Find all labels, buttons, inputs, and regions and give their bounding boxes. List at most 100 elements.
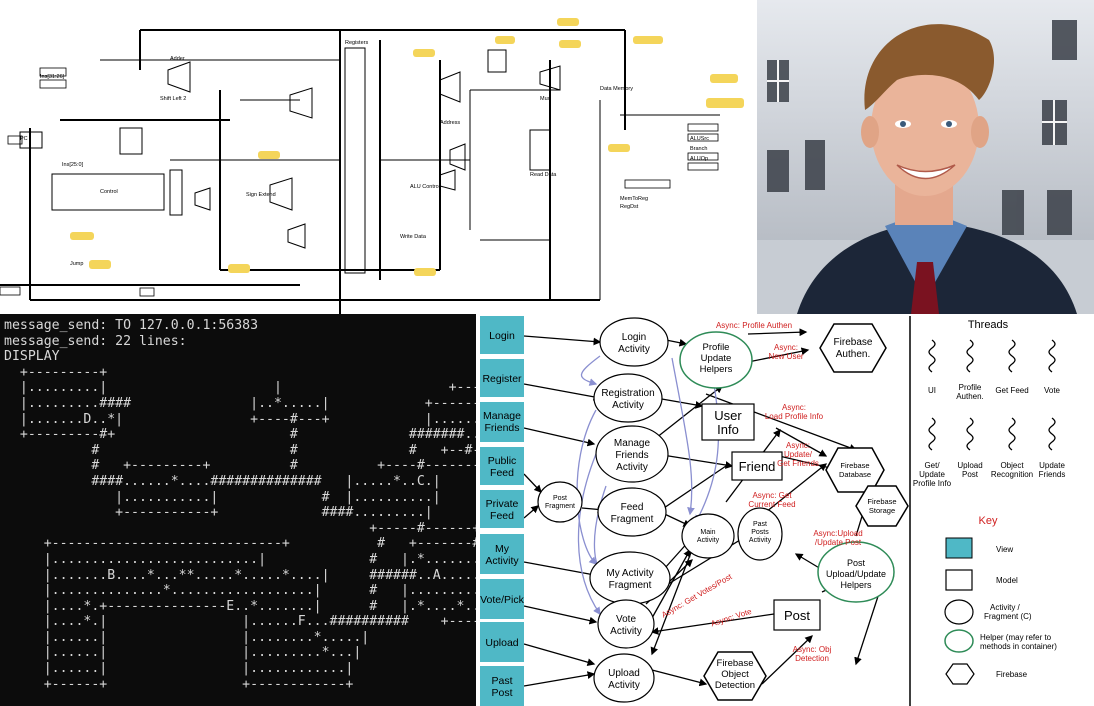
aod-w1: Async: Obj: [793, 645, 832, 654]
terminal-line: |....*.| |......F...########## +--------…: [43, 614, 476, 630]
tgi-w3: Profile Info: [913, 479, 952, 488]
svg-text:Write Data: Write Data: [400, 234, 427, 240]
aup-w1: Async:Upload: [813, 529, 862, 538]
view-vote-label: Vote/Pick: [480, 594, 525, 606]
maf-w1: My Activity: [606, 568, 653, 579]
terminal-line: message_send: 22 lines:: [4, 333, 187, 349]
view-private-word2: Feed: [490, 510, 514, 522]
view-pastpost-word1: Past: [491, 675, 512, 687]
node-manage-friends-activity: [595, 425, 669, 483]
ph-w3: Helpers: [700, 364, 733, 375]
node-firebase-database: [825, 447, 885, 493]
svg-text:Control: Control: [100, 189, 118, 195]
tuf-w2: Friends: [1039, 470, 1066, 479]
view-manage-word1: Manage: [483, 410, 521, 422]
kal-w2: Fragment (C): [984, 612, 1032, 621]
ma-w2: Activity: [697, 537, 720, 544]
kal-w1: Activity /: [990, 603, 1021, 612]
node-login-activity: [599, 317, 669, 367]
auf-w3: Get Friends: [777, 459, 819, 468]
pf-w2: Fragment: [545, 503, 575, 510]
tgi-w2: Update: [919, 470, 945, 479]
svg-text:Shift Left 2: Shift Left 2: [160, 96, 186, 102]
anu-w1: Async:: [774, 343, 798, 352]
svg-text:Ins[31:26]: Ins[31:26]: [40, 74, 65, 80]
terminal-line: |..........................| # |.*......…: [4, 551, 476, 567]
view-pastpost-word2: Post: [491, 687, 512, 699]
view-public-feed: [480, 447, 524, 485]
acf-w2: Current Feed: [748, 500, 795, 509]
ui-w2: Info: [717, 422, 739, 437]
key-activity-label: Activity /Fragment (C): [984, 603, 1032, 621]
svg-text:Mux: Mux: [540, 96, 551, 102]
fs-w2: Storage: [869, 506, 895, 515]
ppa-w1: Past: [753, 521, 767, 528]
alp-w2: Load Profile Info: [765, 412, 824, 421]
key-firebase-swatch: [945, 663, 975, 685]
async-upload-post: Async:Upload/Update Post: [813, 529, 862, 547]
view-public-word1: Public: [488, 455, 517, 467]
node-firebase-storage: [855, 485, 909, 527]
async-update-friends: Async:Update/Get Friends: [777, 441, 819, 468]
tup-w1: Upload: [957, 461, 982, 470]
ff-w2: Fragment: [611, 514, 654, 525]
view-private-feed: [480, 490, 524, 528]
svg-text:Sign Extend: Sign Extend: [246, 192, 276, 198]
terminal-line: |....*.+---------------E..*.......| # |.…: [4, 598, 476, 614]
svg-text:PC: PC: [20, 136, 28, 142]
ua-w2: Activity: [608, 680, 640, 691]
thread-icon-profile-info: [928, 417, 936, 451]
thread-vote: Vote: [1044, 386, 1061, 395]
tgi-w1: Get/: [924, 461, 940, 470]
view-vote-pick: [480, 579, 524, 619]
thread-icon-ui: [928, 339, 936, 373]
poh-w1: Post: [847, 558, 866, 568]
node-post-helpers: [817, 541, 895, 603]
terminal-line: |......| |.........*...|: [4, 645, 362, 661]
terminal-line: |.........| | +------+: [4, 380, 476, 396]
alp-w1: Async:: [782, 403, 806, 412]
node-registration-activity: [593, 373, 663, 423]
key-view-label: View: [996, 545, 1013, 554]
fs-w1: Firebase: [867, 497, 896, 506]
la-w1: Login: [622, 332, 646, 343]
aup-w2: /Update Post: [815, 538, 862, 547]
svg-text:Ins[25:0]: Ins[25:0]: [62, 162, 84, 168]
maf-w2: Fragment: [609, 580, 652, 591]
tor-w1: Object: [1000, 461, 1024, 470]
view-upload: [480, 622, 524, 662]
anu-w2: New User: [768, 352, 803, 361]
terminal-line: |..............*..................| # |.…: [4, 583, 476, 599]
thread-icon-upload: [966, 417, 974, 451]
auf-w1: Async:: [786, 441, 810, 450]
thread-get-feed: Get Feed: [995, 386, 1028, 395]
khl-w1: Helper (may refer to: [980, 633, 1052, 642]
poh-w3: Helpers: [840, 580, 872, 590]
ff-w1: Feed: [621, 502, 644, 513]
view-private-word1: Private: [486, 498, 519, 510]
view-myact-word1: My: [495, 543, 510, 555]
view-past-post: [480, 666, 524, 706]
key-helper-swatch: [944, 629, 974, 653]
node-post: [773, 599, 821, 631]
terminal-line: message_send: TO 127.0.0.1:56383: [4, 318, 259, 333]
auf-w2: Update/: [784, 450, 813, 459]
mf-w1: Manage: [614, 438, 651, 449]
terminal-line: |.........#### |..*.....| +-------+: [4, 395, 476, 411]
svg-text:Address: Address: [440, 120, 460, 126]
aod-w2: Detection: [795, 654, 829, 663]
